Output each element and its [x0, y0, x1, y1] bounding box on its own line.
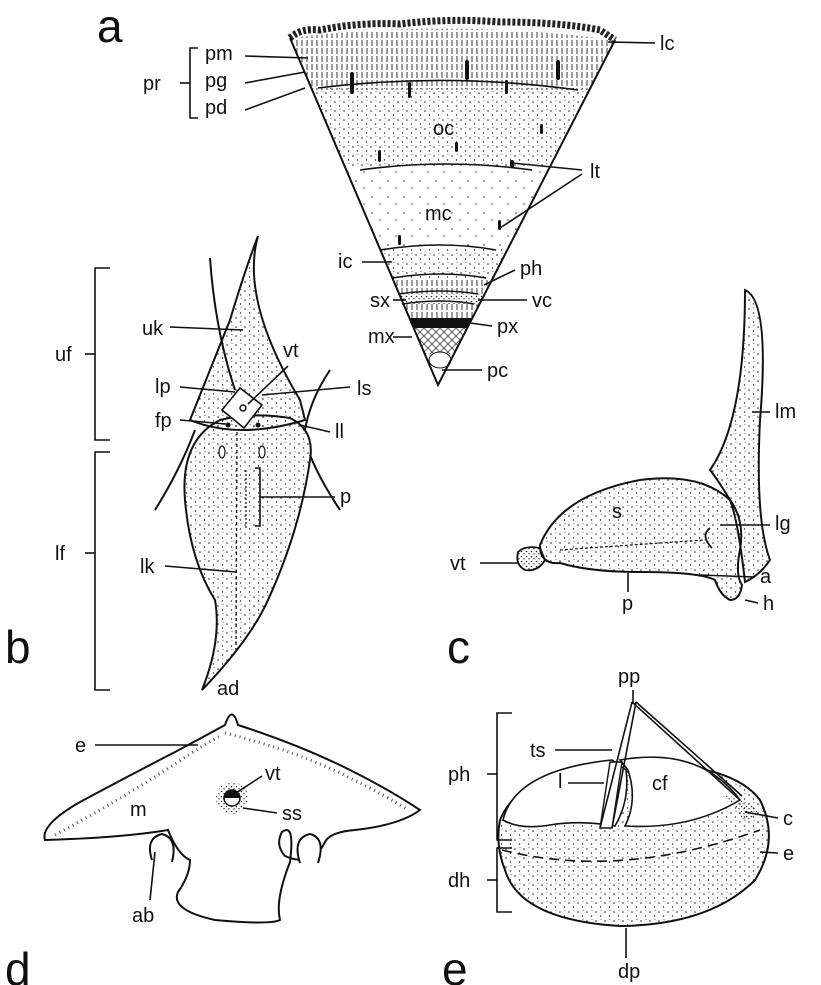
label-mx: mx: [368, 326, 395, 348]
label-ic: ic: [338, 251, 352, 273]
label-lt: lt: [590, 161, 600, 183]
label-ad: ad: [217, 678, 239, 700]
label-vt-c: vt: [450, 553, 466, 575]
label-lp: lp: [155, 376, 171, 398]
label-ls: ls: [357, 378, 371, 400]
label-dh: dh: [448, 870, 470, 892]
label-ab: ab: [132, 905, 154, 927]
label-cf: cf: [652, 773, 668, 795]
label-pc: pc: [487, 360, 508, 382]
label-s: s: [612, 501, 622, 523]
label-lc: lc: [660, 33, 674, 55]
label-pm: pm: [205, 43, 233, 65]
label-oc: oc: [433, 118, 454, 140]
panel-b: b uf lf uk vt lp ls fp ll p lk: [5, 236, 371, 690]
label-lg: lg: [775, 513, 791, 535]
label-vt: vt: [283, 340, 299, 362]
label-a: a: [760, 566, 772, 588]
label-ll: ll: [335, 421, 344, 443]
label-uf: uf: [55, 344, 72, 366]
label-uk: uk: [142, 318, 164, 340]
label-mc: mc: [425, 203, 452, 225]
label-vt-d: vt: [265, 763, 281, 785]
label-lm: lm: [775, 401, 796, 423]
label-ts: ts: [530, 740, 546, 762]
label-e-d: e: [75, 735, 86, 757]
label-ph: ph: [520, 258, 542, 280]
panel-letter-d: d: [5, 943, 31, 985]
panel-c: c lm s lg vt a p h: [447, 290, 796, 673]
label-vc: vc: [532, 290, 552, 312]
panel-letter-e: e: [442, 943, 468, 985]
label-sx: sx: [370, 290, 390, 312]
label-ss: ss: [282, 803, 302, 825]
label-fp: fp: [155, 410, 172, 432]
label-e-e: e: [783, 843, 794, 865]
panel-letter-b: b: [5, 621, 31, 673]
label-lk: lk: [140, 556, 155, 578]
panel-d: d ad e vt m ss ab: [5, 678, 420, 985]
label-dp: dp: [618, 961, 640, 983]
label-px: px: [497, 316, 518, 338]
wedge-layers: [280, 20, 620, 354]
label-pg: pg: [205, 70, 227, 92]
label-pr: pr: [143, 73, 161, 95]
label-pp: pp: [618, 666, 640, 688]
label-c: c: [783, 808, 793, 830]
label-p-c: p: [622, 593, 633, 615]
label-l: l: [558, 771, 562, 793]
label-m: m: [130, 799, 147, 821]
panel-letter-c: c: [447, 621, 470, 673]
label-p: p: [340, 486, 351, 508]
label-h: h: [763, 593, 774, 615]
label-lf: lf: [55, 543, 65, 565]
label-pd: pd: [205, 97, 227, 119]
label-ph-e: ph: [448, 764, 470, 786]
panel-letter-a: a: [97, 0, 123, 52]
panel-e: e pp ts ph dh l cf c e dp: [442, 666, 794, 985]
